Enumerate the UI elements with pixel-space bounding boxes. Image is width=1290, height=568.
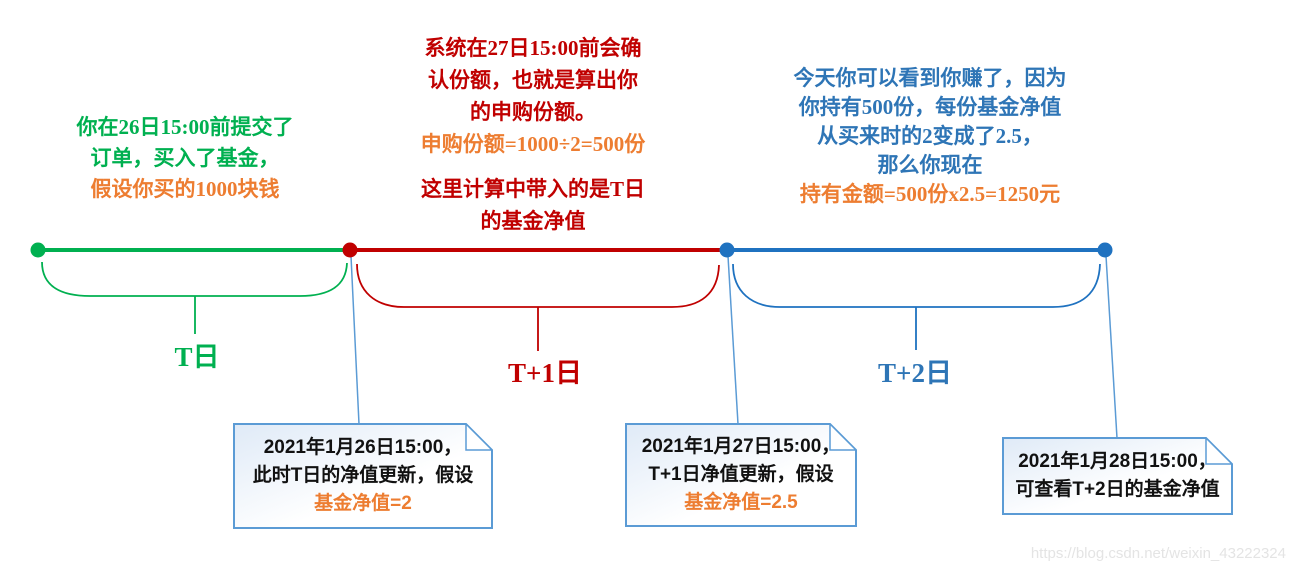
t1-day-brace — [356, 263, 720, 351]
note-t1-day: 2021年1月27日15:00， T+1日净值更新，假设 基金净值=2.5 — [625, 423, 857, 527]
t-day-brace — [41, 261, 348, 334]
annotation-highlight-line: 持有金额=500份x2.5=1250元 — [799, 182, 1061, 206]
note-paper-shape — [625, 423, 857, 527]
annotation-line: 系统在27日15:00前会确 — [424, 36, 642, 60]
annotation-line: 认份额，也就是算出你 — [428, 68, 638, 92]
t1-day-label: T+1日 — [508, 358, 582, 388]
t2-day-label: T+2日 — [878, 358, 952, 388]
note-paper-shape — [233, 423, 493, 529]
connector-line-t-note — [350, 255, 360, 425]
note-outline — [625, 423, 857, 527]
note-paper-shape — [1002, 437, 1233, 515]
watermark-url: https://blog.csdn.net/weixin_43222324 — [1030, 545, 1286, 562]
timeline-dot-t-end — [342, 242, 358, 258]
annotation-line: 这里计算中带入的是T日 — [420, 177, 645, 201]
timeline-dot-t2-end — [1097, 242, 1113, 258]
t1-day-annotation: 系统在27日15:00前会确 认份额，也就是算出你 的申购份额。 申购份额=10… — [383, 32, 683, 237]
note-line: 2021年1月28日15:00， — [1018, 451, 1217, 472]
note-outline — [233, 423, 493, 529]
timeline-dot-t1-end — [719, 242, 735, 258]
note-text: 2021年1月28日15:00， 可查看T+2日的基金净值 — [1002, 437, 1233, 515]
note-folded-corner — [1205, 437, 1233, 465]
note-highlight: 基金净值=2.5 — [684, 492, 798, 513]
annotation-line: 那么你现在 — [877, 153, 983, 177]
annotation-line: 你在26日15:00前提交了 — [76, 115, 294, 139]
note-t-day: 2021年1月26日15:00， 此时T日的净值更新，假设 基金净值=2 — [233, 423, 493, 529]
note-line: 可查看T+2日的基金净值 — [1015, 479, 1220, 500]
t-day-label: T日 — [174, 342, 220, 372]
connector-line-t2-note — [1105, 255, 1118, 439]
note-outline — [1002, 437, 1233, 515]
connector-line-t1-note — [727, 255, 739, 425]
note-text: 2021年1月27日15:00， T+1日净值更新，假设 基金净值=2.5 — [625, 423, 857, 527]
annotation-highlight-line: 申购份额=1000÷2=500份 — [420, 132, 646, 156]
note-text: 2021年1月26日15:00， 此时T日的净值更新，假设 基金净值=2 — [233, 423, 493, 529]
t2-day-brace — [732, 263, 1101, 350]
annotation-line: 你持有500份，每份基金净值 — [798, 95, 1062, 119]
t2-day-annotation: 今天你可以看到你赚了，因为 你持有500份，每份基金净值 从买来时的2变成了2.… — [765, 64, 1095, 209]
note-line: 2021年1月26日15:00， — [263, 437, 463, 458]
note-highlight: 基金净值=2 — [314, 493, 412, 514]
note-t2-day: 2021年1月28日15:00， 可查看T+2日的基金净值 — [1002, 437, 1233, 515]
t-day-annotation: 你在26日15:00前提交了 订单，买入了基金， 假设你买的1000块钱 — [35, 112, 335, 205]
annotation-line: 的申购份额。 — [470, 100, 596, 124]
annotation-line: 从买来时的2变成了2.5， — [817, 124, 1043, 148]
note-line: 2021年1月27日15:00， — [641, 436, 841, 457]
annotation-line: 的基金净值 — [480, 209, 586, 233]
annotation-line: 今天你可以看到你赚了，因为 — [793, 66, 1067, 90]
note-folded-corner — [465, 423, 493, 451]
annotation-highlight-line: 假设你买的1000块钱 — [90, 177, 280, 201]
note-folded-corner — [829, 423, 857, 451]
note-line: 此时T日的净值更新，假设 — [252, 465, 474, 486]
annotation-line: 订单，买入了基金， — [90, 146, 280, 170]
note-line: T+1日净值更新，假设 — [648, 464, 834, 485]
timeline-dot-start — [30, 242, 46, 258]
